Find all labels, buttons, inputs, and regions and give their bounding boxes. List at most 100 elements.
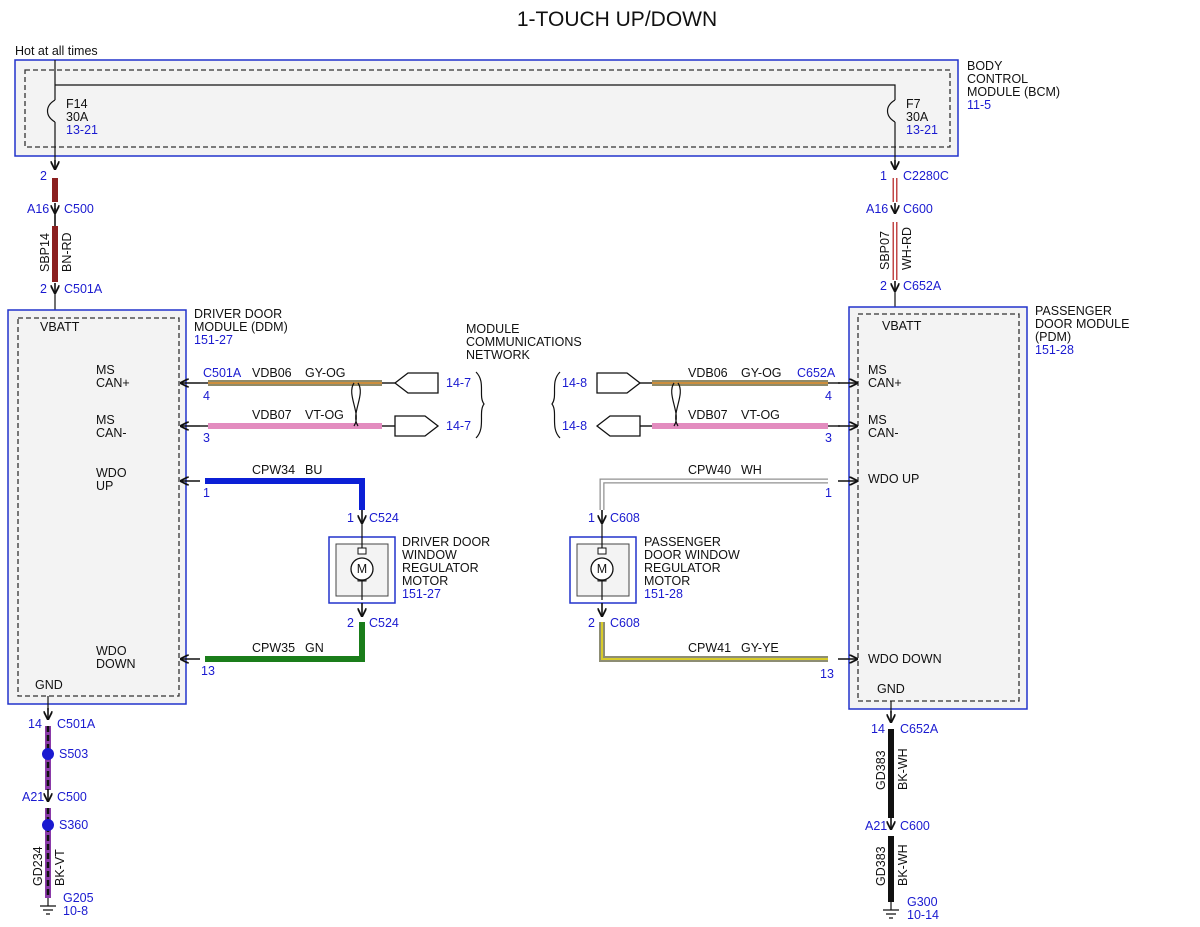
driver-motor-pin-top: 1 — [347, 511, 354, 525]
right-ground-pin-14: 14 — [871, 722, 885, 736]
ddm-ref: 151-27 — [194, 333, 233, 347]
network-label-line-1: MODULE — [466, 322, 519, 336]
bcm-name-line-2: CONTROL — [967, 72, 1028, 86]
right-power-conn-c600: C600 — [903, 202, 933, 216]
right-power-conn-c652a: C652A — [903, 279, 942, 293]
wire-cpw41-stripe — [601, 622, 828, 660]
ground-g300-symbol — [883, 902, 899, 919]
passenger-wdo-up-pin: 1 — [825, 486, 832, 500]
pdm-vbatt-label: VBATT — [882, 319, 922, 333]
passenger-wdo-up-circuit: CPW40 — [688, 463, 731, 477]
left-power-pin-bottom: 2 — [40, 282, 47, 296]
left-can-plus-pin: 4 — [203, 389, 210, 403]
left-can-minus-pin: 3 — [203, 431, 210, 445]
left-power-conn-c501a: C501A — [64, 282, 103, 296]
driver-motor-ref: 151-27 — [402, 587, 441, 601]
network-break-left — [475, 371, 485, 439]
right-ground-conn-c652a: C652A — [900, 722, 939, 736]
left-ground-circuit: GD234 — [31, 846, 45, 886]
right-power-pin-bottom: 2 — [880, 279, 887, 293]
ddm-wdo-down-line-2: DOWN — [96, 657, 136, 671]
passenger-window-motor-circuit: 1 CPW40 WH M 1 C608 PASSENGER DOOR WINDO… — [569, 463, 858, 681]
pdm-outline — [848, 306, 1028, 710]
can-right-ref-2: 14-8 — [562, 419, 587, 433]
driver-motor-conn-bottom: C524 — [369, 616, 399, 630]
left-can-wires: 14-7 14-7 C501A 4 VDB06 GY-OG 3 VDB07 VT… — [180, 366, 471, 445]
ddm-name-line-1: DRIVER DOOR — [194, 307, 282, 321]
fuse-f7-name: F7 — [906, 97, 921, 111]
left-power-circuit: SBP14 — [38, 233, 52, 272]
driver-door-module: DRIVER DOOR MODULE (DDM) 151-27 VBATT MS… — [7, 307, 288, 705]
ddm-ms-can-plus-line-1: MS — [96, 363, 115, 377]
right-ground-color-1: BK-WH — [896, 748, 910, 790]
network-break-right — [551, 371, 561, 439]
pdm-wdo-up-label: WDO UP — [868, 472, 919, 486]
left-ground-pin-14: 14 — [28, 717, 42, 731]
left-can-plus-circuit: VDB06 — [252, 366, 292, 380]
passenger-motor-name-2: DOOR WINDOW — [644, 548, 740, 562]
left-can-plus-conn: C501A — [203, 366, 242, 380]
bcm-dashed-boundary — [24, 69, 951, 148]
diagram-title: 1-TOUCH UP/DOWN — [517, 8, 717, 31]
bcm-ref: 11-5 — [967, 98, 991, 112]
can-plus-right-connector — [596, 372, 642, 394]
ddm-gnd-label: GND — [35, 678, 63, 692]
ddm-outline — [7, 309, 187, 705]
right-power-pin-a16: A16 — [866, 202, 888, 216]
wire-cpw35 — [205, 622, 365, 662]
bcm-internal-feed — [54, 60, 896, 100]
can-left-ref-2: 14-7 — [446, 419, 471, 433]
ddm-ms-can-minus-line-1: MS — [96, 413, 115, 427]
left-power-color: BN-RD — [60, 232, 74, 272]
ddm-dashed-boundary — [17, 317, 180, 697]
pdm-ms-can-minus-line-2: CAN- — [868, 426, 899, 440]
passenger-motor-name-3: REGULATOR — [644, 561, 721, 575]
left-ground-g205: G205 — [63, 891, 94, 905]
wire-cpw34 — [205, 478, 365, 510]
left-can-minus-circuit: VDB07 — [252, 408, 292, 422]
right-ground-circuit-2: GD383 — [874, 846, 888, 886]
left-power-pin-a16: A16 — [27, 202, 49, 216]
passenger-motor-pin-top: 1 — [588, 511, 595, 525]
can-minus-left-connector — [394, 415, 440, 437]
left-power-pin-top: 2 — [40, 169, 47, 183]
pdm-ms-can-minus-line-1: MS — [868, 413, 887, 427]
pdm-name-line-2: DOOR MODULE — [1035, 317, 1129, 331]
fuse-f7-symbol — [886, 99, 896, 123]
driver-motor-name-4: MOTOR — [402, 574, 448, 588]
right-power-conn-c2280c: C2280C — [903, 169, 949, 183]
driver-wdo-down-circuit: CPW35 — [252, 641, 295, 655]
fuse-f14-name: F14 — [66, 97, 88, 111]
bcm-name-line-1: BODY — [967, 59, 1003, 73]
ddm-name-line-2: MODULE (DDM) — [194, 320, 288, 334]
passenger-wdo-down-circuit: CPW41 — [688, 641, 731, 655]
right-can-plus-color: GY-OG — [741, 366, 782, 380]
driver-window-motor-circuit: 1 CPW34 BU M 1 C524 DRIVER DOOR WINDOW R… — [180, 463, 490, 678]
right-power-circuit: SBP07 — [878, 231, 892, 270]
left-ground-conn-c501a: C501A — [57, 717, 96, 731]
hot-at-all-times-label: Hot at all times — [15, 44, 98, 58]
pdm-ms-can-plus-line-2: CAN+ — [868, 376, 902, 390]
pdm-ms-can-plus-line-1: MS — [868, 363, 887, 377]
left-ground-splice-1: S503 — [59, 747, 88, 761]
left-ground-conn-c500: C500 — [57, 790, 87, 804]
left-ground-pin-a21: A21 — [22, 790, 44, 804]
right-ground-circuit: 14 C652A GD383 BK-WH A21 C600 GD383 BK-W… — [865, 701, 939, 922]
bcm-name-line-3: MODULE (BCM) — [967, 85, 1060, 99]
right-can-plus-conn: C652A — [797, 366, 836, 380]
ddm-vbatt-label: VBATT — [40, 320, 80, 334]
passenger-wdo-down-color: GY-YE — [741, 641, 779, 655]
can-right-ref-1: 14-8 — [562, 376, 587, 390]
right-power-feed: 1 C2280C A16 C600 SBP07 WH-RD 2 C652A — [866, 160, 949, 309]
ddm-ms-can-plus-line-2: CAN+ — [96, 376, 130, 390]
right-power-color: WH-RD — [900, 227, 914, 270]
ddm-wdo-up-line-1: WDO — [96, 466, 127, 480]
twisted-pair-right — [671, 382, 681, 427]
left-ground-ref: 10-8 — [63, 904, 88, 918]
right-ground-ref: 10-14 — [907, 908, 939, 922]
driver-motor-pin-bottom: 2 — [347, 616, 354, 630]
driver-wdo-up-color: BU — [305, 463, 322, 477]
driver-motor-symbol — [350, 557, 374, 581]
left-can-minus-color: VT-OG — [305, 408, 344, 422]
left-ground-color: BK-VT — [53, 849, 67, 886]
